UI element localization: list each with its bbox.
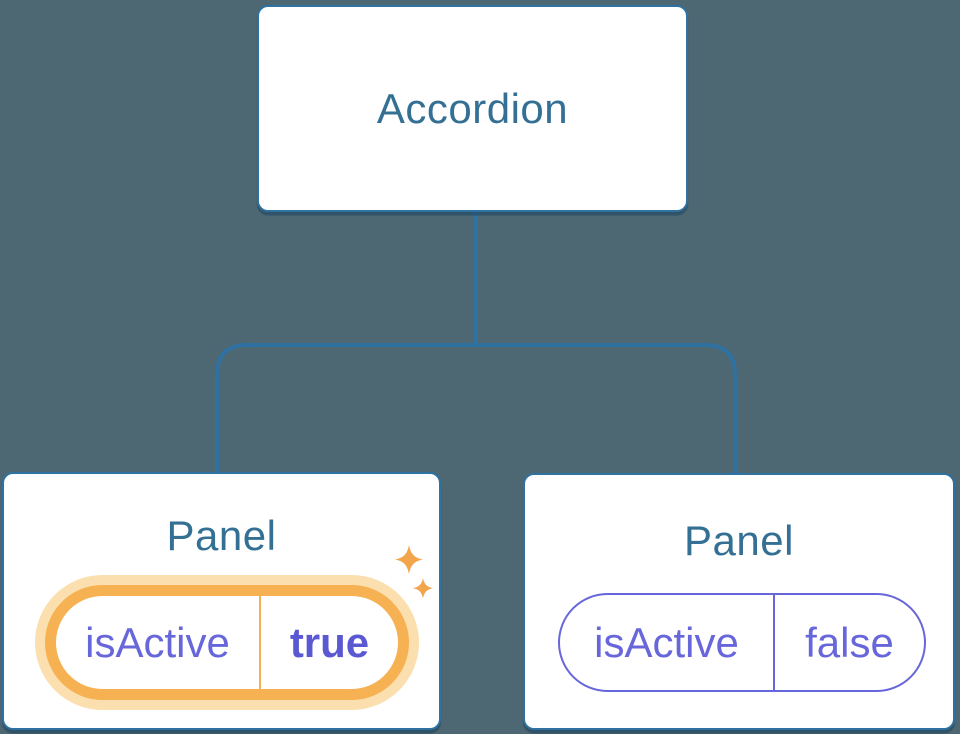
state-pill-active: isActive true: [45, 585, 409, 700]
pill-divider: [773, 595, 775, 690]
panel-node-title: Panel: [166, 512, 277, 559]
panel-node-title: Panel: [684, 517, 794, 564]
state-prop-label: isActive: [594, 618, 739, 666]
panel-node-inactive: Panel isActive false: [523, 473, 955, 730]
accordion-node-label: Accordion: [376, 84, 569, 132]
state-value-label: false: [805, 618, 894, 666]
state-prop-label: isActive: [85, 618, 230, 666]
accordion-node: Accordion: [257, 5, 688, 212]
state-value-label: true: [289, 618, 370, 666]
panel-node-active: Panel isActive true: [2, 472, 441, 730]
pill-divider: [259, 596, 261, 689]
state-pill-inactive: isActive false: [558, 593, 926, 692]
